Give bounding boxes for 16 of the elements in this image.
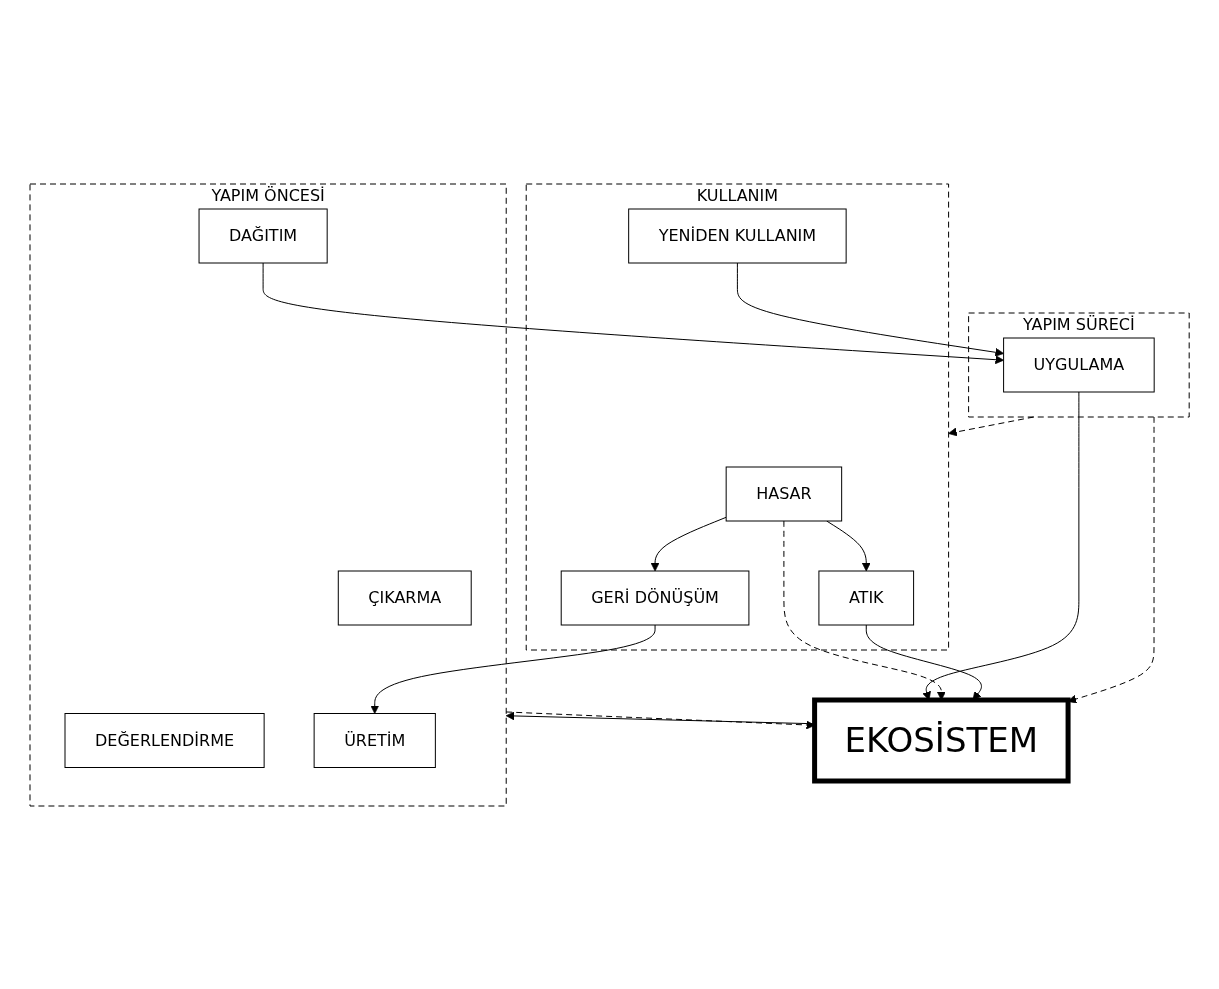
node-box: DAĞITIM — [198, 208, 328, 263]
node-box: DEĞERLENDİRME — [64, 712, 265, 768]
node-box: YENİDEN KULLANIM — [628, 208, 847, 263]
arrow — [826, 520, 871, 571]
node-box: EKOSİSTEM — [812, 697, 1071, 783]
arrow — [650, 516, 727, 571]
node-box: GERİ DÖNÜŞÜM — [560, 570, 750, 625]
arrow — [736, 262, 1004, 357]
node-box: ÜRETİM — [313, 712, 436, 768]
node-box: ÇIKARMA — [337, 570, 472, 625]
node-box: UYGULAMA — [1003, 337, 1155, 392]
arrow — [948, 416, 1035, 436]
arrow — [262, 262, 1004, 364]
node-box: ATIK — [818, 570, 914, 625]
arrow — [370, 624, 656, 714]
node-box: HASAR — [725, 466, 843, 521]
